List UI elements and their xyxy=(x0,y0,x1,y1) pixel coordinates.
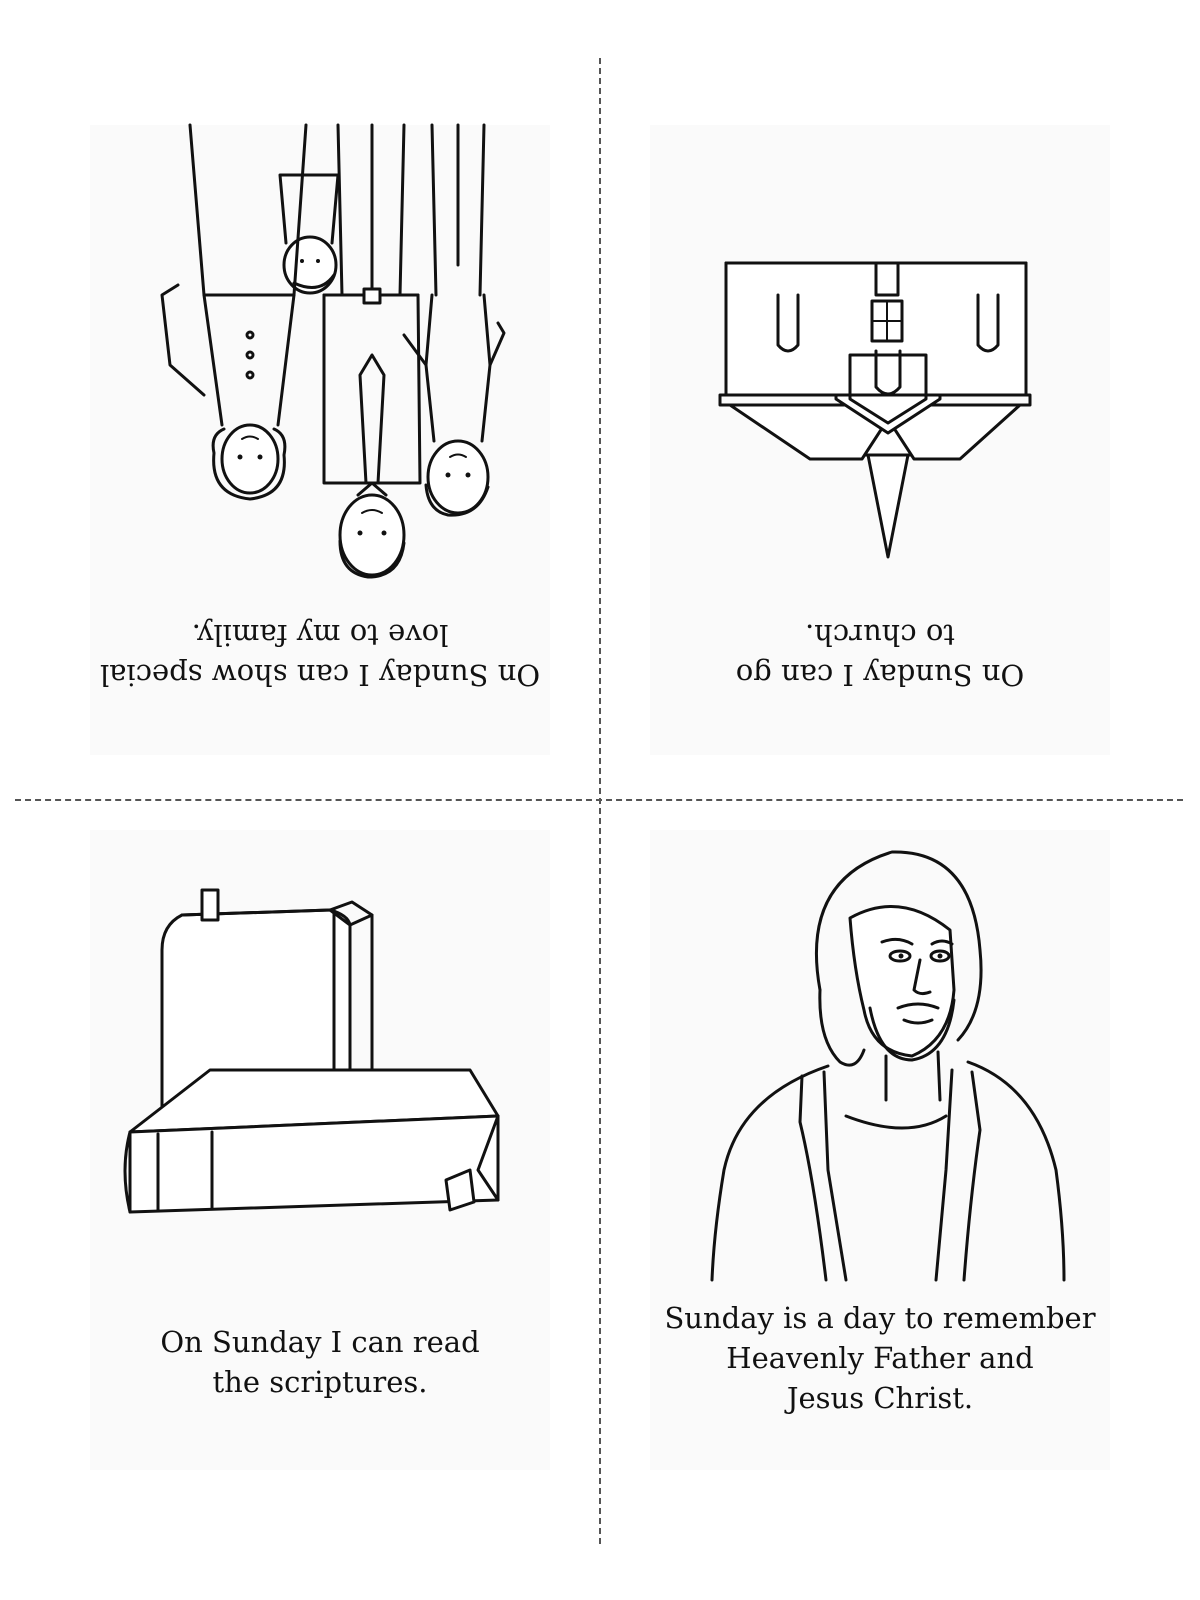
boy-figure xyxy=(402,123,506,517)
family-illustration xyxy=(160,123,506,579)
mother-figure xyxy=(160,123,308,501)
fold-cut-line-horizontal xyxy=(15,799,1183,801)
caption-church: On Sunday I can go to church. xyxy=(735,618,1025,692)
lying-book xyxy=(123,1068,500,1214)
booklet-page-church: On Sunday I can go to church. xyxy=(650,125,1110,755)
church-building-illustration xyxy=(718,261,1032,559)
caption-scriptures: On Sunday I can read the scriptures. xyxy=(160,1325,480,1399)
booklet-page-scriptures: On Sunday I can read the scriptures. xyxy=(90,830,550,1470)
fold-cut-line-vertical xyxy=(599,58,601,1544)
jesus-christ-portrait-illustration xyxy=(710,850,1066,1282)
father-figure xyxy=(322,123,422,579)
caption-family: On Sunday I can show special love to my … xyxy=(99,618,541,692)
caption-jesus: Sunday is a day to remember Heavenly Fat… xyxy=(664,1301,1096,1415)
booklet-page-family: On Sunday I can show special love to my … xyxy=(90,123,550,755)
booklet-page-jesus: Sunday is a day to remember Heavenly Fat… xyxy=(650,830,1110,1470)
baby-figure xyxy=(278,173,340,295)
scripture-books-illustration xyxy=(123,888,500,1214)
